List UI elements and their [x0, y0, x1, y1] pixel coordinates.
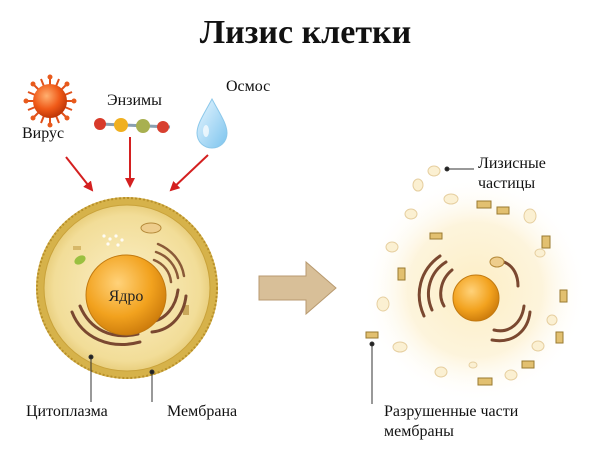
- osmosis-arrow: [169, 154, 209, 192]
- broken-membrane-label-line1: Разрушенные части: [384, 403, 519, 420]
- virus-arrow: [65, 156, 94, 192]
- lysed-particles-label-line1: Лизисные: [478, 155, 546, 172]
- osmosis-label: Осмос: [226, 78, 271, 95]
- membrane-label: Мембрана: [167, 403, 238, 420]
- lysis-particles: [376, 165, 558, 381]
- intact-cell: [36, 197, 218, 379]
- nucleus-label: Ядро: [108, 288, 144, 305]
- page-title: Лизис клетки: [199, 14, 412, 51]
- broken-membrane-label-line2: мембраны: [384, 423, 454, 440]
- virus-label: Вирус: [22, 125, 65, 142]
- lysed-nucleus: [452, 274, 500, 322]
- enzymes-icon: [94, 118, 171, 133]
- process-arrow: [258, 260, 337, 316]
- enzymes-label: Энзимы: [107, 92, 162, 109]
- water-drop-icon: [196, 97, 228, 149]
- lysed-cell: [363, 165, 587, 402]
- lysed-particles-label-line2: частицы: [478, 175, 536, 192]
- leader-lines: [88, 166, 474, 404]
- nucleus: [85, 254, 167, 336]
- cause-arrows: [65, 137, 209, 192]
- membrane-fragments: [365, 200, 568, 386]
- cytoplasm-label: Цитоплазма: [26, 403, 108, 420]
- virus-icon: [23, 74, 77, 128]
